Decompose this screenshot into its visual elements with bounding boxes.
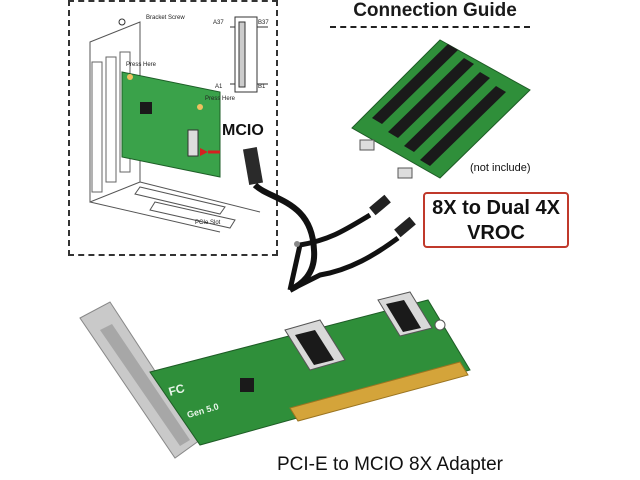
fc-mark: FC — [167, 381, 187, 399]
installation-diagram: Bracket Screw Press Here Press Here PCIe… — [68, 0, 278, 256]
cable-tie-icon — [294, 241, 300, 247]
label-press-here: Press Here — [205, 96, 236, 102]
vroc-line-2: VROC — [467, 222, 525, 244]
mcio-cable — [242, 147, 416, 293]
riser-board — [351, 39, 531, 179]
label-press-here: Press Here — [126, 62, 157, 68]
vroc-callout: 8X to Dual 4X VROC — [423, 192, 569, 248]
label-bracket-screw: Bracket Screw — [146, 15, 185, 21]
adapter-card — [79, 291, 471, 459]
label-a37: A37 — [213, 20, 224, 26]
label-b37: B37 — [258, 20, 269, 26]
installation-illustration: Bracket Screw Press Here Press Here PCIe… — [89, 15, 269, 233]
screw-icon — [118, 18, 126, 26]
label-a1: A1 — [215, 84, 223, 90]
hand-icon — [127, 74, 133, 80]
not-include-note: (not include) — [470, 162, 531, 174]
hand-icon — [197, 104, 203, 110]
mcio-label: MCIO — [222, 122, 264, 139]
label-pcie-slot: PCIe Slot — [195, 220, 221, 226]
title-underline — [330, 26, 530, 28]
label-b1: B1 — [258, 84, 266, 90]
mcio-connector-right — [377, 291, 433, 337]
product-caption: PCI-E to MCIO 8X Adapter — [277, 454, 503, 475]
mcio-connector-left — [284, 319, 346, 371]
vroc-line-1: 8X to Dual 4X — [432, 197, 560, 219]
connection-guide-title: Connection Guide — [353, 0, 517, 21]
